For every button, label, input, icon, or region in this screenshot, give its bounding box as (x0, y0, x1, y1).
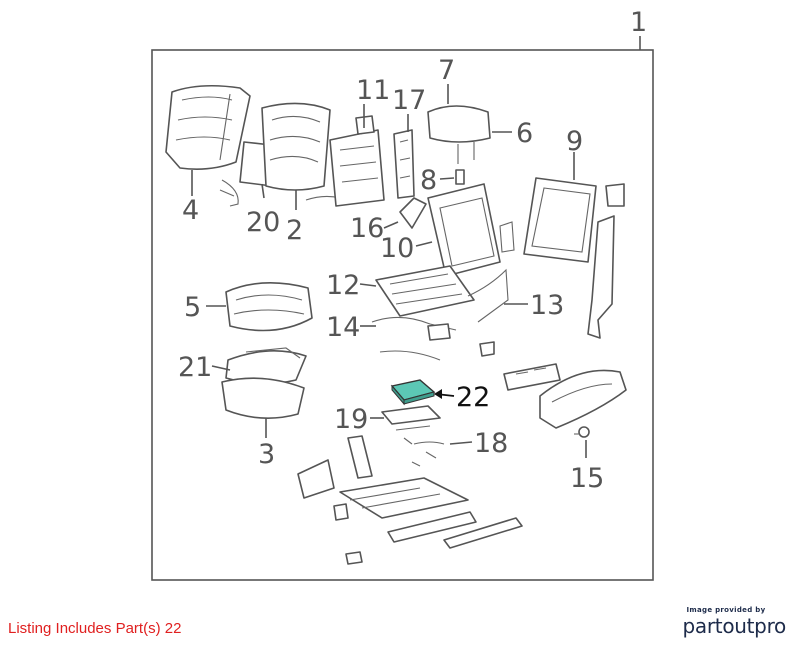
brand-logo: Image provided by partoutpro (683, 606, 787, 638)
callout-4: 4 (182, 195, 199, 226)
callout-5: 5 (184, 292, 201, 323)
part-22-module-highlighted (390, 379, 436, 406)
callout-1: 1 (630, 7, 647, 38)
part-seat-switch (503, 363, 561, 391)
diagram-frame (151, 49, 654, 581)
brand-name: partoutpro (682, 614, 787, 638)
part-9-back-panel (523, 177, 625, 263)
part-side-trim (587, 215, 615, 339)
callout-8: 8 (420, 165, 437, 196)
callout-7: 7 (438, 55, 455, 86)
part-16-bracket (399, 197, 427, 229)
part-side-shield (539, 369, 627, 429)
part-13-harness (467, 268, 509, 323)
callout-22: 22 (456, 382, 490, 413)
callout-16: 16 (350, 213, 384, 244)
callout-19: 19 (334, 404, 368, 435)
callout-9: 9 (566, 126, 583, 157)
callout-14: 14 (326, 312, 360, 343)
callout-21: 21 (178, 352, 212, 383)
callout-13: 13 (530, 290, 564, 321)
part-5-cushion-cover (225, 282, 313, 332)
callout-12: 12 (326, 270, 360, 301)
part-14-harness (371, 316, 495, 361)
listing-note: Listing Includes Part(s) 22 (8, 620, 182, 637)
leader-lines (191, 84, 587, 458)
part-12-cushion-frame (375, 265, 475, 317)
callout-10: 10 (380, 233, 414, 264)
callout-labels: 1 7 11 17 6 9 8 4 20 2 16 10 12 5 13 14 … (178, 7, 647, 494)
callout-3: 3 (258, 439, 275, 470)
part-10-seatback-frame (427, 183, 515, 277)
callout-20: 20 (246, 207, 280, 238)
callout-17: 17 (392, 85, 426, 116)
part-7-headrest (427, 105, 491, 164)
part-8-guide (455, 169, 465, 185)
part-19-plate (381, 405, 441, 445)
brand-credit: Image provided by (686, 606, 766, 614)
callout-2: 2 (286, 215, 303, 246)
part-18-fasteners (411, 441, 445, 467)
part-4-seatback-cover (165, 84, 251, 170)
part-17-rod (393, 129, 415, 199)
part-15-knob (574, 426, 590, 438)
callout-6: 6 (516, 118, 533, 149)
part-11-seatback-frame (329, 115, 385, 207)
callout-15: 15 (570, 463, 604, 494)
part-3-cushion (221, 377, 305, 419)
part-seat-track (297, 435, 523, 565)
callout-18: 18 (474, 428, 508, 459)
part-2-seatback-pad (261, 102, 341, 201)
callout-11: 11 (356, 75, 390, 106)
